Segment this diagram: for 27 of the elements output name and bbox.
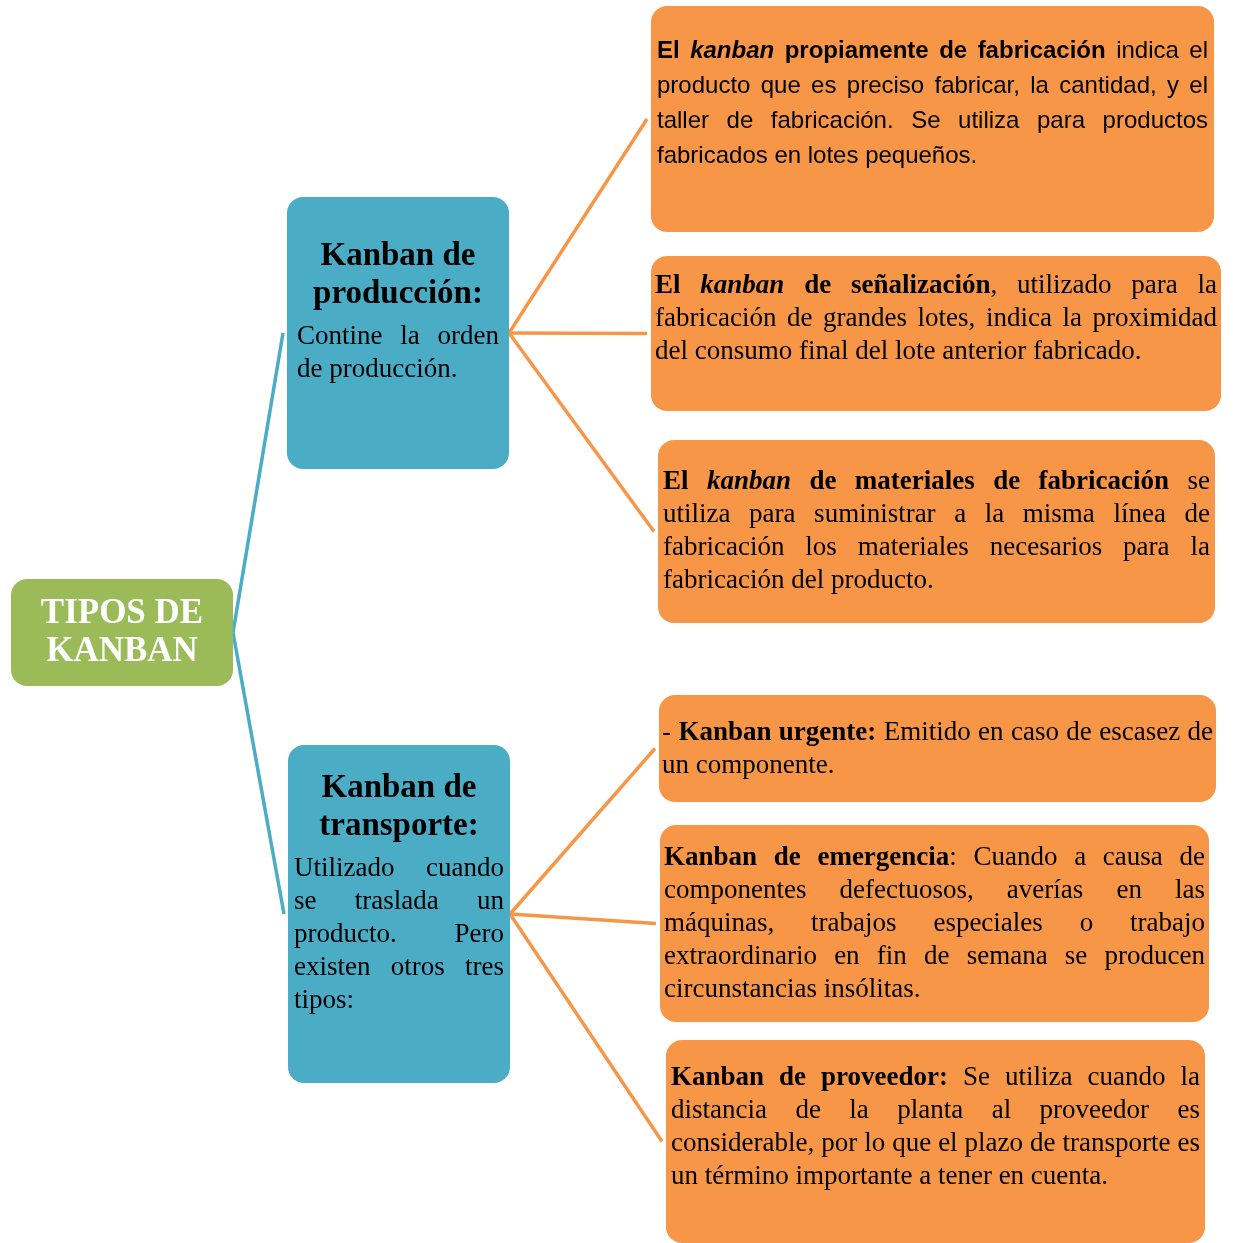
rounded-box (659, 695, 1216, 802)
rounded-box (660, 825, 1209, 1022)
connector-line (231, 332, 285, 633)
connector-line (509, 912, 657, 926)
connector-line (231, 632, 286, 915)
box-text: Kanban de emergencia: Cuando a causa de componentes defectuosos, averías en las máquinas, trabajos especiales o trabajo extraordinario en fin de semana se producen circunstancias insólitas. (664, 840, 1205, 1005)
connector-line (507, 118, 649, 334)
rounded-box (287, 197, 509, 469)
rounded-box (11, 579, 233, 686)
rounded-box (288, 745, 510, 1083)
box-text: El kanban de señalización, utilizado para la fabricación de grandes lotes, indica la proximidad del consumo final del lote anterior fabricado. (655, 268, 1217, 367)
rounded-box (658, 440, 1215, 623)
connector-line (509, 331, 647, 336)
box-text: Contine la orden de producción. (297, 319, 499, 385)
box-text: El kanban de materiales de fabricación se utiliza para suministrar a la misma línea de fabricación los materiales necesarios para la fabricación del producto. (663, 464, 1210, 596)
connector-line (508, 913, 664, 1143)
rounded-box (651, 256, 1221, 411)
connector-line (507, 331, 656, 533)
box-text: - Kanban urgente: Emitido en caso de escasez de un componente. (662, 715, 1213, 781)
rounded-box (666, 1040, 1205, 1243)
rounded-box (651, 6, 1214, 232)
box-heading: Kanban de transporte: (318, 767, 480, 843)
box-text: Utilizado cuando se traslada un producto. Pero existen otros tres tipos: (294, 851, 504, 1016)
box-text: El kanban propiamente de fabricación indica el producto que es preciso fabricar, la cantidad, y el taller de fabricación. Se utiliza para productos fabricados en lotes pequeños. (657, 35, 1208, 170)
box-heading: Kanban de producción: (312, 235, 484, 311)
box-text: TIPOS DE KANBAN (39, 593, 205, 669)
box-text: Kanban de proveedor: Se utiliza cuando la distancia de la planta al proveedor es considerable, por lo que el plazo de transporte es un término importante a tener en cuenta. (671, 1060, 1200, 1192)
